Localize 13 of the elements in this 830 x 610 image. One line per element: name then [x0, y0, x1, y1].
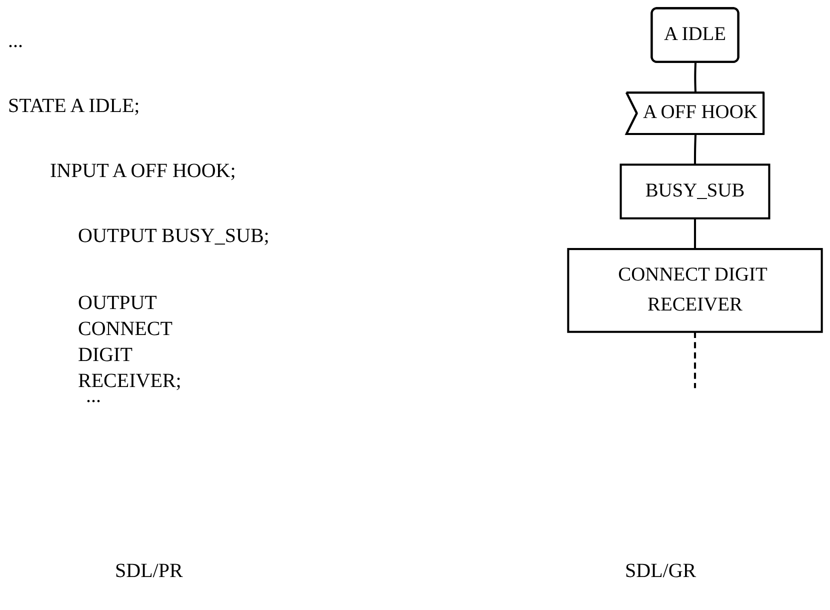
notation-caption: SDL/GR [625, 560, 696, 583]
code-line: INPUT A OFF HOOK; [50, 160, 236, 183]
connector [694, 218, 696, 250]
notation-caption: SDL/PR [115, 560, 183, 583]
node-box: CONNECT DIGIT RECEIVER [567, 248, 823, 333]
node-box: BUSY_SUB [620, 164, 770, 220]
connector [694, 62, 697, 94]
code-line: OUTPUT BUSY_SUB; [78, 225, 270, 248]
connector [694, 134, 697, 165]
code-line: ... [8, 30, 23, 53]
code-line: STATE A IDLE; [8, 95, 140, 118]
code-line: OUTPUT CONNECT DIGIT RECEIVER; [78, 291, 182, 394]
dashed-line [694, 332, 696, 388]
